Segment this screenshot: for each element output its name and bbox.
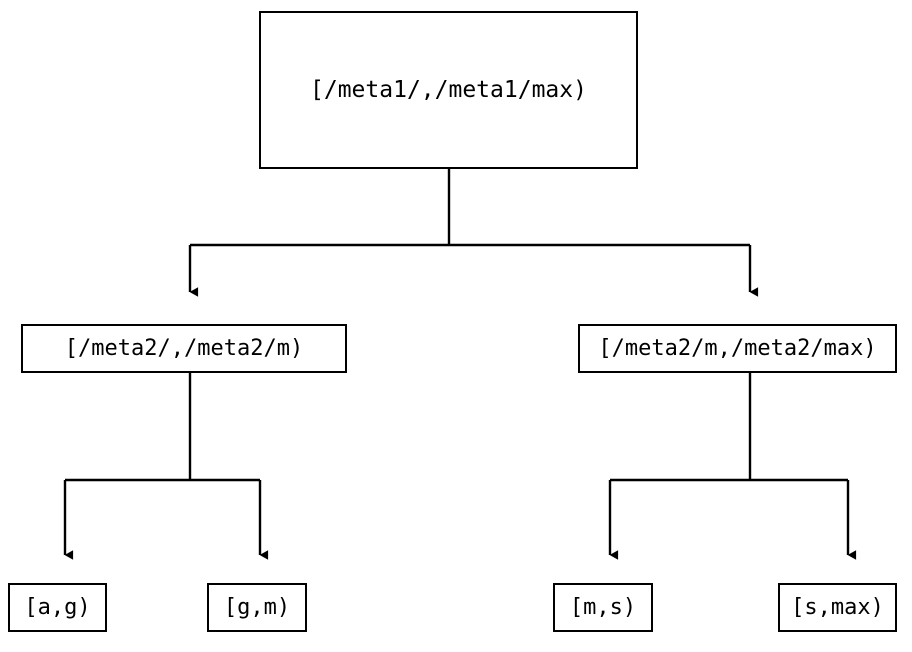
tree-node-level2-right-label: [/meta2/m,/meta2/max) bbox=[598, 335, 877, 361]
tree-leaf-s-max-label: [s,max) bbox=[791, 594, 884, 620]
tree-node-root-label: [/meta1/,/meta1/max) bbox=[310, 76, 587, 103]
tree-leaf-a-g-label: [a,g) bbox=[24, 594, 91, 620]
tree-leaf-a-g[interactable]: [a,g) bbox=[8, 583, 107, 632]
tree-node-level2-right[interactable]: [/meta2/m,/meta2/max) bbox=[578, 324, 897, 373]
tree-node-level2-left[interactable]: [/meta2/,/meta2/m) bbox=[21, 324, 347, 373]
tree-node-level2-left-label: [/meta2/,/meta2/m) bbox=[64, 335, 304, 361]
tree-leaf-g-m[interactable]: [g,m) bbox=[207, 583, 307, 632]
tree-leaf-m-s-label: [m,s) bbox=[569, 594, 637, 620]
tree-leaf-m-s[interactable]: [m,s) bbox=[553, 583, 653, 632]
tree-leaf-s-max[interactable]: [s,max) bbox=[778, 583, 897, 632]
tree-leaf-g-m-label: [g,m) bbox=[223, 594, 291, 620]
tree-node-root[interactable]: [/meta1/,/meta1/max) bbox=[259, 11, 638, 169]
